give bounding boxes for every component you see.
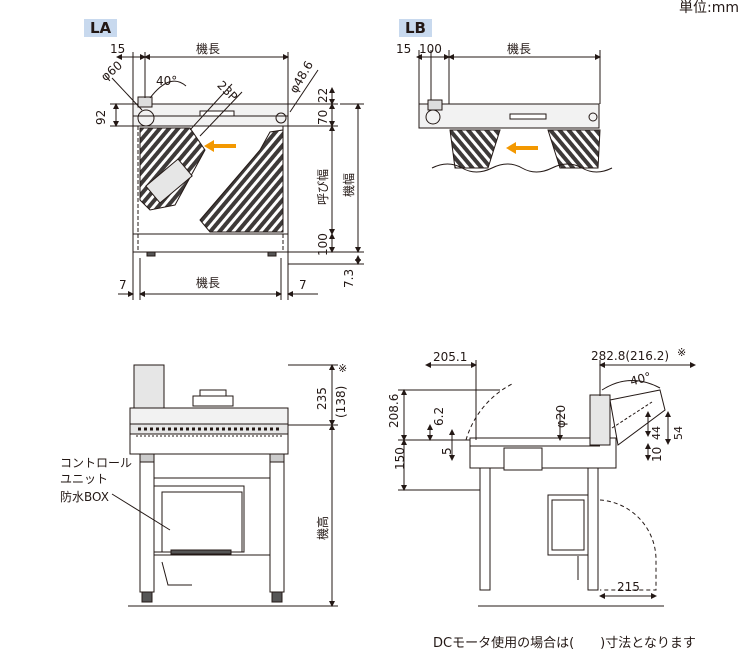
la-dim-15: 15 [110, 42, 126, 56]
la-dim-nominal-width: 呼び幅 [316, 168, 330, 205]
side-note-mark: ※ [677, 346, 687, 359]
la-dim-7-right: 7 [299, 278, 307, 292]
la-view-tag: LA [84, 19, 118, 37]
front-view [111, 364, 338, 607]
footnote: DCモータ使用の場合は( )寸法となります [433, 636, 696, 651]
la-dim-92: 92 [94, 109, 108, 125]
side-dim-phi20: φ20 [554, 404, 568, 428]
side-dim-2086: 208.6 [387, 393, 401, 428]
la-dim-70: 70 [316, 109, 330, 125]
side-dim-62: 6.2 [432, 406, 446, 426]
la-dim-length-top: 機長 [196, 42, 221, 56]
la-dim-22: 22 [316, 87, 330, 103]
side-dim-10: 10 [650, 446, 664, 462]
la-dim-100: 100 [316, 233, 330, 256]
callout-box: 防水BOX [60, 490, 109, 504]
la-dim-40deg: 40° [156, 74, 178, 88]
lb-side-view [416, 50, 613, 173]
la-dim-machine-width: 機幅 [342, 172, 356, 197]
callout-control: コントロール [60, 456, 133, 470]
side-view [398, 360, 696, 607]
side-dim-54: 54 [672, 426, 685, 440]
la-dim-length-bottom: 機長 [196, 276, 221, 290]
front-note-mark: ※ [338, 362, 348, 375]
callout-unit: ユニット [60, 472, 109, 486]
side-dim-2828: 282.8(216.2) [591, 349, 670, 363]
unit-label: 単位:mm [679, 0, 739, 16]
side-dim-2051: 205.1 [433, 350, 468, 364]
la-dim-73: 7.3 [342, 268, 356, 288]
side-dim-5: 5 [440, 447, 454, 455]
front-dim-machine-height: 機高 [316, 515, 330, 540]
lb-dim-length: 機長 [507, 42, 532, 56]
la-dim-7-left: 7 [119, 278, 127, 292]
front-dim-138: (138) [334, 385, 348, 418]
lb-view-tag: LB [399, 19, 432, 37]
lb-dim-100: 100 [419, 42, 442, 56]
lb-dim-15: 15 [396, 42, 412, 56]
side-dim-215: 215 [617, 580, 640, 594]
front-dim-235: 235 [315, 387, 329, 410]
side-dim-44: 44 [650, 426, 663, 440]
side-dim-150: 150 [393, 447, 407, 470]
la-plan-view [110, 52, 364, 300]
